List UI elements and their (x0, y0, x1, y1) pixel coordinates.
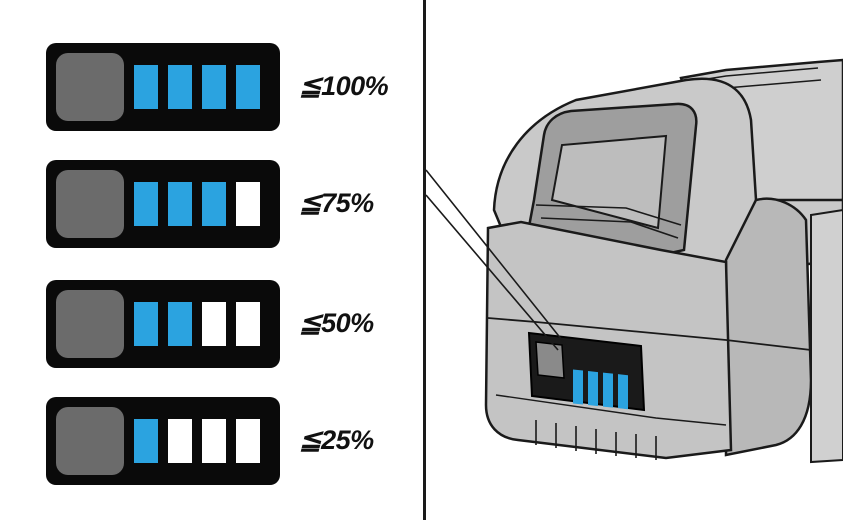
led-segment (236, 182, 260, 226)
led-segment (168, 182, 192, 226)
charge-level-label: ≦100% (299, 71, 389, 101)
battery-lower-seam (495, 394, 727, 426)
legend-row-25: ≦25% (46, 397, 374, 485)
charge-indicator (46, 160, 280, 248)
indicator-button (56, 290, 124, 358)
battery-led-segment (618, 374, 628, 410)
led-segment (134, 302, 158, 346)
charge-level-label: ≦50% (299, 308, 374, 338)
battery-indicator-button (535, 341, 565, 379)
led-segment (168, 419, 192, 463)
charge-indicator (46, 397, 280, 485)
leader-line (426, 169, 567, 351)
led-segment (236, 65, 260, 109)
battery-front-face (484, 220, 733, 460)
led-segment (168, 302, 192, 346)
led-segment (134, 182, 158, 226)
battery-illustration (426, 58, 843, 464)
led-segment (134, 65, 158, 109)
charge-level-label: ≦25% (299, 425, 374, 455)
led-segment (202, 182, 226, 226)
indicator-button (56, 170, 124, 238)
led-segment (202, 302, 226, 346)
indicator-button (56, 53, 124, 121)
indicator-button (56, 407, 124, 475)
battery-handle-inner (550, 134, 668, 230)
charge-indicator (46, 43, 280, 131)
led-segment (236, 419, 260, 463)
led-segment (202, 419, 226, 463)
charge-indicator (46, 280, 280, 368)
legend-row-50: ≦50% (46, 280, 374, 368)
legend-row-100: ≦100% (46, 43, 389, 131)
led-segment (168, 65, 192, 109)
battery-far-edge (810, 208, 843, 464)
battery-led-segment (603, 372, 613, 408)
led-segment (202, 65, 226, 109)
battery-led-segment (573, 369, 583, 405)
legend-row-75: ≦75% (46, 160, 374, 248)
led-segment (134, 419, 158, 463)
battery-base-vents (535, 420, 657, 460)
charge-level-label: ≦75% (299, 188, 374, 218)
battery-seam (487, 317, 812, 351)
divider-line (423, 0, 426, 520)
battery-handle-step (535, 204, 682, 239)
led-segment (236, 302, 260, 346)
battery-side-panel (724, 197, 813, 457)
battery-led-segment (588, 371, 598, 407)
